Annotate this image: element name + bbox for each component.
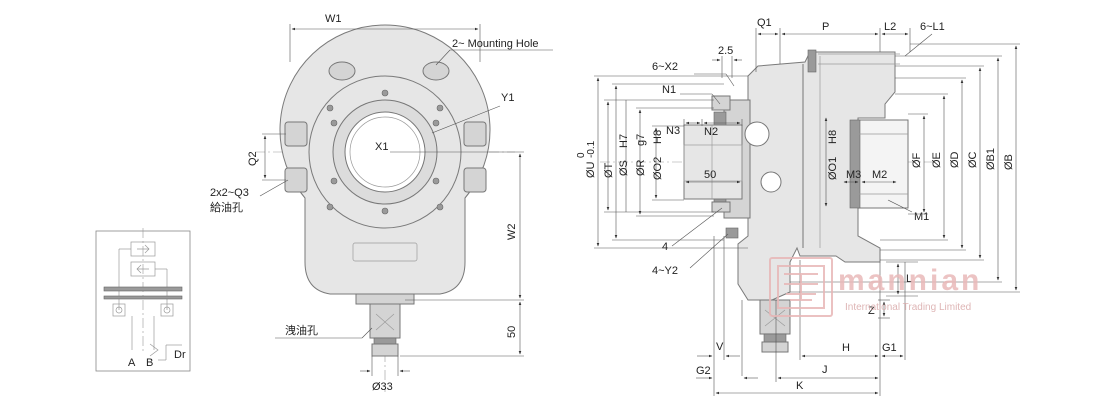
dim-50-side: 50 xyxy=(704,169,716,181)
dim-g2: G2 xyxy=(696,365,711,377)
dim-j: J xyxy=(822,364,828,376)
side-body-outline xyxy=(737,51,896,301)
dim-m3: M3 xyxy=(846,169,861,181)
dim-dia-s: ØS xyxy=(618,160,630,176)
dim-k: K xyxy=(796,380,804,392)
dim-u-tol-lower: -0.1 xyxy=(586,140,597,158)
dim-m2: M2 xyxy=(872,169,887,181)
dim-p: P xyxy=(822,21,829,33)
dim-dia-t: ØT xyxy=(603,162,615,178)
dim-dia-e: ØE xyxy=(931,152,943,168)
label-m1: M1 xyxy=(914,211,929,223)
piston-bore xyxy=(857,119,909,209)
dim-q1: Q1 xyxy=(757,17,772,29)
dim-50-front: 50 xyxy=(506,326,518,338)
dim-h8-right: H8 xyxy=(827,130,839,144)
dim-n2: N2 xyxy=(704,126,718,138)
dim-dia-d: ØD xyxy=(949,151,961,168)
dim-h: H xyxy=(842,342,850,354)
dim-h7: H7 xyxy=(618,134,630,148)
dim-dia-c: ØC xyxy=(967,151,979,168)
label-6-x2: 6~X2 xyxy=(652,61,678,73)
label-x1: X1 xyxy=(375,141,388,153)
dim-g1: G1 xyxy=(882,342,897,354)
dim-2-5: 2.5 xyxy=(718,45,733,57)
side-view: Q1 P L2 6~L1 2.5 6~X2 N1 N3 N2 50 ØU xyxy=(576,17,1020,396)
dim-l: L xyxy=(906,273,912,285)
dim-w1: W1 xyxy=(325,13,342,25)
hydraulic-schematic: A B Dr xyxy=(95,228,191,372)
schematic-label-a: A xyxy=(128,357,136,369)
dim-v: V xyxy=(716,341,724,353)
dim-u-tol-upper: 0 xyxy=(576,152,587,158)
watermark-subtitle: International Trading Limited xyxy=(845,302,971,313)
dim-w2: W2 xyxy=(506,224,518,241)
dim-q2: Q2 xyxy=(247,151,259,166)
dim-dia-f: ØF xyxy=(911,152,923,168)
dim-dia-o2: ØO2 xyxy=(652,157,664,180)
label-6-l1: 6~L1 xyxy=(920,21,945,33)
label-oil-inlet: 給油孔 xyxy=(210,200,243,214)
label-q3: 2x2~Q3 xyxy=(210,187,249,199)
dim-4: 4 xyxy=(662,241,668,253)
label-y1: Y1 xyxy=(501,92,514,104)
dim-z: Z xyxy=(868,305,875,317)
dim-h8-left: H8 xyxy=(652,130,664,144)
dim-dia-33: Ø33 xyxy=(372,381,393,393)
label-4-y2: 4~Y2 xyxy=(652,265,678,277)
watermark: mannian International Trading Limited xyxy=(769,257,982,317)
dim-dia-b: ØB xyxy=(1003,154,1015,170)
dim-dia-r: ØR xyxy=(635,159,647,176)
watermark-brand: mannian xyxy=(838,264,982,297)
label-mounting-hole: 2~ Mounting Hole xyxy=(452,38,539,50)
dim-dia-u: ØU xyxy=(585,161,597,178)
front-view: W1 2~ Mounting Hole Y1 X1 Q2 2x2~Q3 給油孔 … xyxy=(210,13,553,393)
label-drain: 洩油孔 xyxy=(285,323,318,337)
schematic-label-dr: Dr xyxy=(174,349,186,361)
dim-dia-b1: ØB1 xyxy=(985,148,997,170)
dim-n3: N3 xyxy=(666,125,680,137)
label-n1: N1 xyxy=(662,84,676,96)
dim-dia-o1: ØO1 xyxy=(827,157,839,180)
dim-g7: g7 xyxy=(635,134,647,146)
dim-l2: L2 xyxy=(884,21,896,33)
brand-logo xyxy=(769,257,833,317)
bolt-holes xyxy=(326,89,444,215)
schematic-label-b: B xyxy=(146,357,153,369)
